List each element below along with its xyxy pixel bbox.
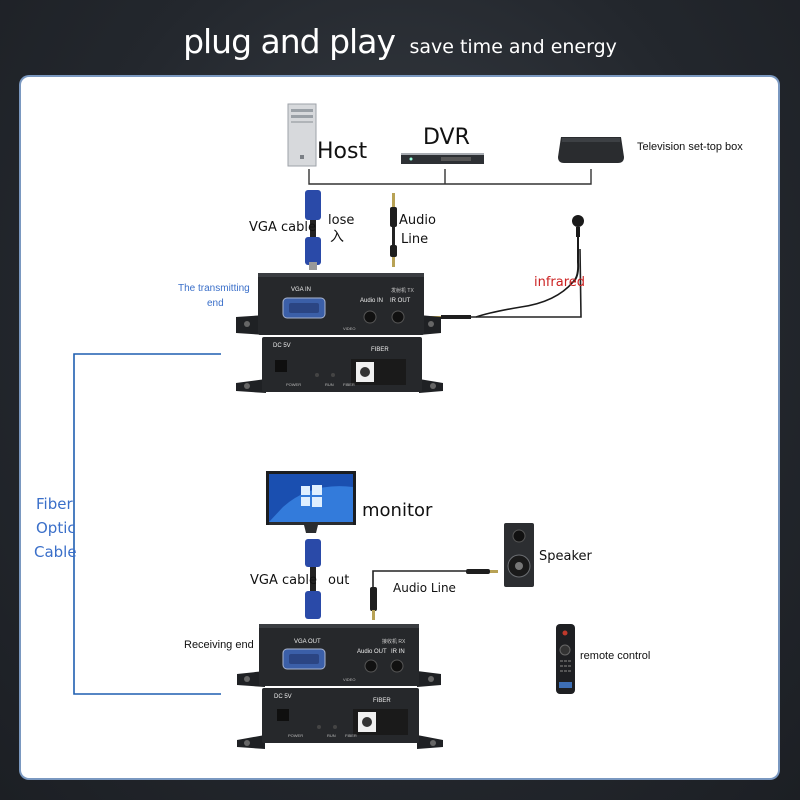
tx-run-label: RUN (325, 382, 334, 387)
set-top-box-icon (558, 137, 624, 163)
vga-cable-bottom-icon (305, 539, 321, 619)
tx-ir-out-label: IR OUT (390, 298, 411, 304)
remote-control-label: remote control (580, 650, 651, 662)
lose-label: lose (328, 213, 355, 228)
transmitting-label-1: The transmitting (178, 283, 250, 294)
rx-power-label: POWER (288, 733, 304, 738)
fiber-cable-label-2: Optic (36, 519, 76, 537)
header: plug and play save time and energy (0, 22, 800, 61)
fiber-cable-label-1: Fiber (36, 495, 73, 513)
diagram-panel: Host DVR Television set-top box VGA cabl… (21, 77, 778, 778)
rx-fiber-label: FIBER (373, 698, 391, 704)
rx-audio-out-label: Audio OUT (357, 649, 387, 655)
lose-glyph: 入 (330, 228, 344, 244)
audio-line-top-label-1: Audio (399, 213, 436, 228)
fiber-optic-line (73, 353, 221, 695)
tx-fiber-small-label: FIBER (343, 382, 355, 387)
dvr-icon (401, 153, 484, 164)
audio-cable-bottom-icon (370, 569, 498, 620)
ir-receiver-icon (431, 215, 584, 319)
set-top-box-label: Television set-top box (637, 141, 743, 153)
host-label: Host (317, 139, 368, 164)
host-pc-icon (287, 103, 317, 167)
audio-cable-top-icon (390, 193, 397, 267)
receiving-end-label: Receiving end (184, 639, 254, 651)
tx-brand-label: 发射机 TX (391, 288, 414, 294)
remote-control-icon (556, 624, 575, 694)
vga-cable-bottom-label: VGA cable (250, 573, 317, 588)
tx-power-label: POWER (286, 382, 302, 387)
diagram-canvas (73, 103, 624, 749)
audio-line-bottom-label: Audio Line (393, 581, 456, 595)
tx-fiber-label: FIBER (371, 347, 389, 353)
tx-video-label: VIDEO (343, 326, 356, 331)
out-label: out (328, 573, 350, 588)
rx-video-label: VIDEO (343, 677, 356, 682)
rx-fiber-small-label: FIBER (345, 733, 357, 738)
rx-dc-label: DC 5V (274, 694, 292, 700)
tx-dc-label: DC 5V (273, 343, 291, 349)
receiver-device-icon (237, 624, 443, 749)
monitor-label: monitor (362, 500, 433, 521)
infrared-label: infrared (534, 275, 586, 290)
tx-vga-in-label: VGA IN (291, 287, 312, 293)
rx-vga-out-label: VGA OUT (294, 639, 321, 645)
rx-brand-label: 接收机 RX (382, 639, 406, 645)
speaker-label: Speaker (539, 549, 592, 564)
fiber-cable-label-3: Cable (34, 543, 77, 561)
speaker-icon (504, 523, 534, 587)
vga-cable-top-icon (305, 190, 321, 270)
rx-ir-in-label: IR IN (391, 649, 405, 655)
page-title: plug and play (183, 22, 396, 61)
rx-run-label: RUN (327, 733, 336, 738)
monitor-icon (266, 471, 356, 533)
vga-cable-top-label: VGA cable (249, 220, 316, 235)
dvr-label: DVR (423, 125, 470, 150)
transmitter-device-icon (236, 273, 443, 393)
audio-line-top-label-2: Line (401, 232, 429, 247)
page-subtitle: save time and energy (409, 36, 617, 58)
source-connect-line (308, 169, 592, 185)
transmitting-label-2: end (207, 298, 224, 309)
tx-audio-in-label: Audio IN (360, 298, 384, 304)
